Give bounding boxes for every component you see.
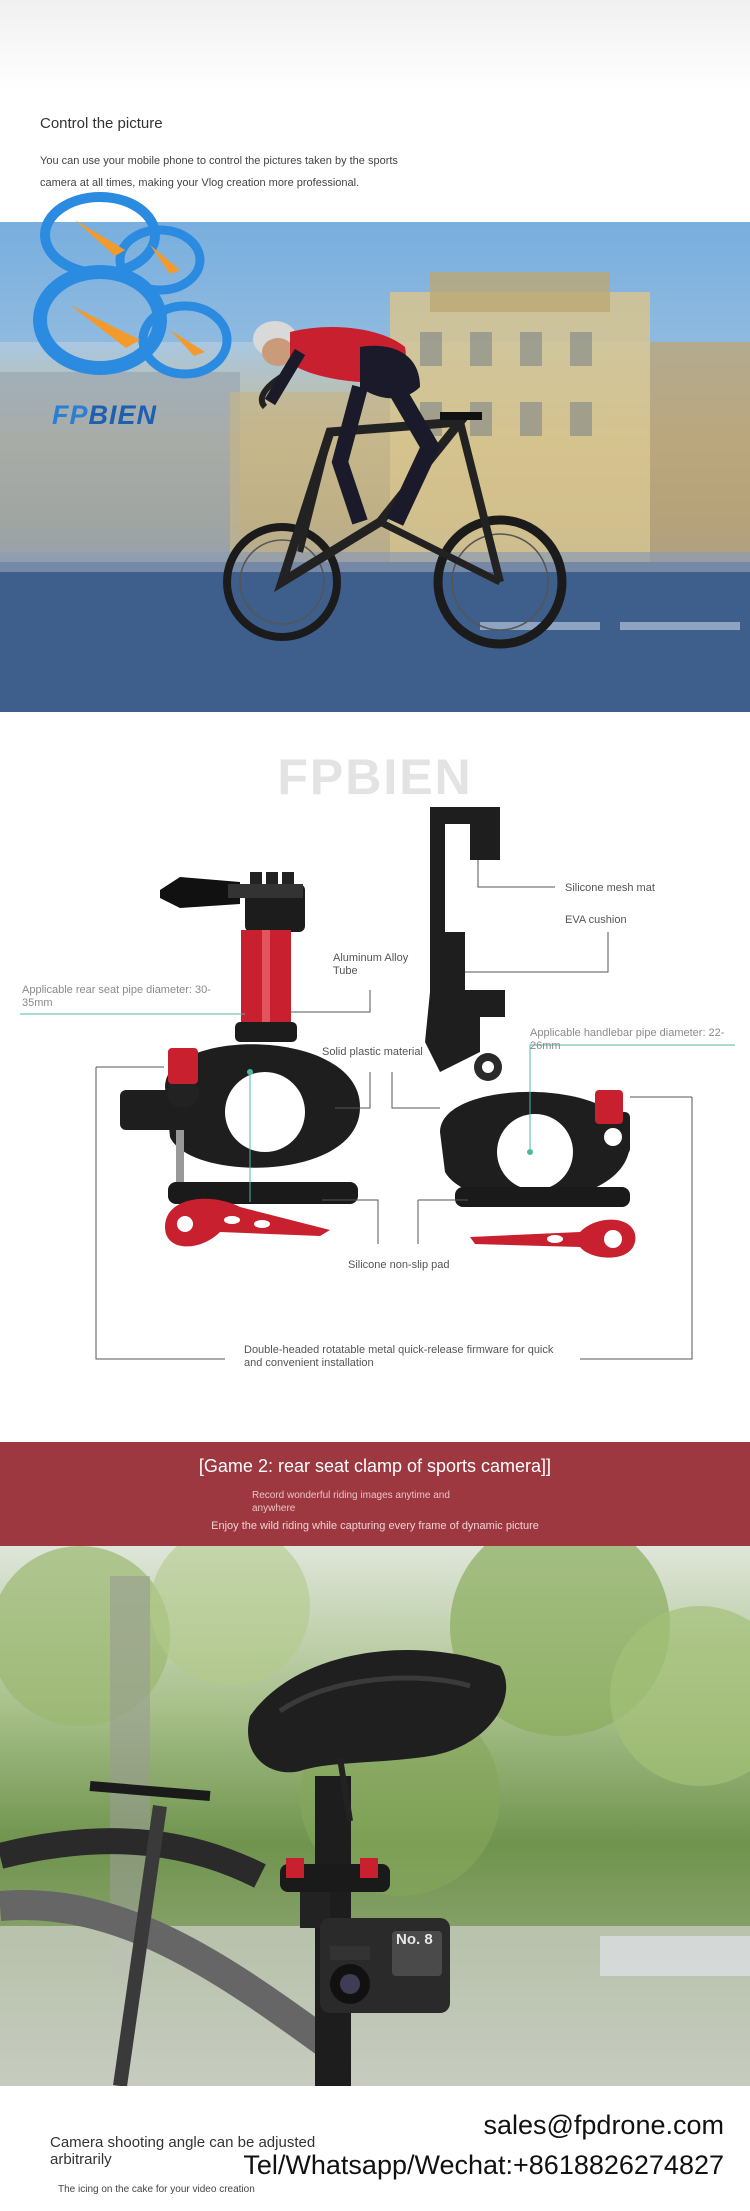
label-rear-seat-diameter: Applicable rear seat pipe diameter: 30-3… <box>22 984 211 1009</box>
product-diagram: FPBIEN <box>0 712 750 1442</box>
label-aluminum-alloy-tube: Aluminum Alloy Tube <box>333 952 409 977</box>
bottom-title: Camera shooting angle can be adjusted ar… <box>50 2134 316 2168</box>
intro-title: Control the picture <box>40 115 163 132</box>
intro-section: Control the picture You can use your mob… <box>0 0 750 222</box>
banner-subtitle: Record wonderful riding images anytime a… <box>252 1490 450 1514</box>
game-banner: [Game 2: rear seat clamp of sports camer… <box>0 1442 750 1546</box>
drone-logo-icon <box>33 192 232 379</box>
cyclist-photo <box>0 222 750 712</box>
cyclist-scene <box>0 222 750 712</box>
camera-badge: No. 8 <box>396 1931 433 1948</box>
label-quick-release: Double-headed rotatable metal quick-rele… <box>244 1344 554 1369</box>
contact-email[interactable]: sales@fpdrone.com <box>483 2110 724 2140</box>
logo-word-prefix: FP <box>52 400 89 430</box>
label-eva-cushion: EVA cushion <box>565 914 627 926</box>
banner-tagline: Enjoy the wild riding while capturing ev… <box>211 1520 539 1532</box>
clamp-diagram <box>20 807 735 1360</box>
bottom-text: The icing on the cake for your video cre… <box>58 2184 255 2195</box>
logo-word-suffix: BIEN <box>88 400 158 430</box>
brand-watermark: FPBIEN <box>277 749 473 805</box>
banner-title: [Game 2: rear seat clamp of sports camer… <box>198 1456 552 1476</box>
logo-wordmark: FPBIEN <box>52 400 157 431</box>
label-silicone-mesh-mat: Silicone mesh mat <box>565 882 655 894</box>
intro-text: You can use your mobile phone to control… <box>40 155 398 189</box>
seat-clamp-photo: No. 8 <box>0 1546 750 2086</box>
label-silicone-pad: Silicone non-slip pad <box>348 1259 450 1271</box>
bottom-section: Camera shooting angle can be adjusted ar… <box>0 2086 750 2211</box>
brand-logo: FPBIEN <box>30 190 240 430</box>
label-handlebar-diameter: Applicable handlebar pipe diameter: 22-2… <box>530 1027 725 1052</box>
label-solid-plastic: Solid plastic material <box>322 1046 423 1058</box>
seat-clamp-scene <box>0 1546 750 2086</box>
contact-phone[interactable]: Tel/Whatsapp/Wechat:+8618826274827 <box>243 2150 724 2180</box>
